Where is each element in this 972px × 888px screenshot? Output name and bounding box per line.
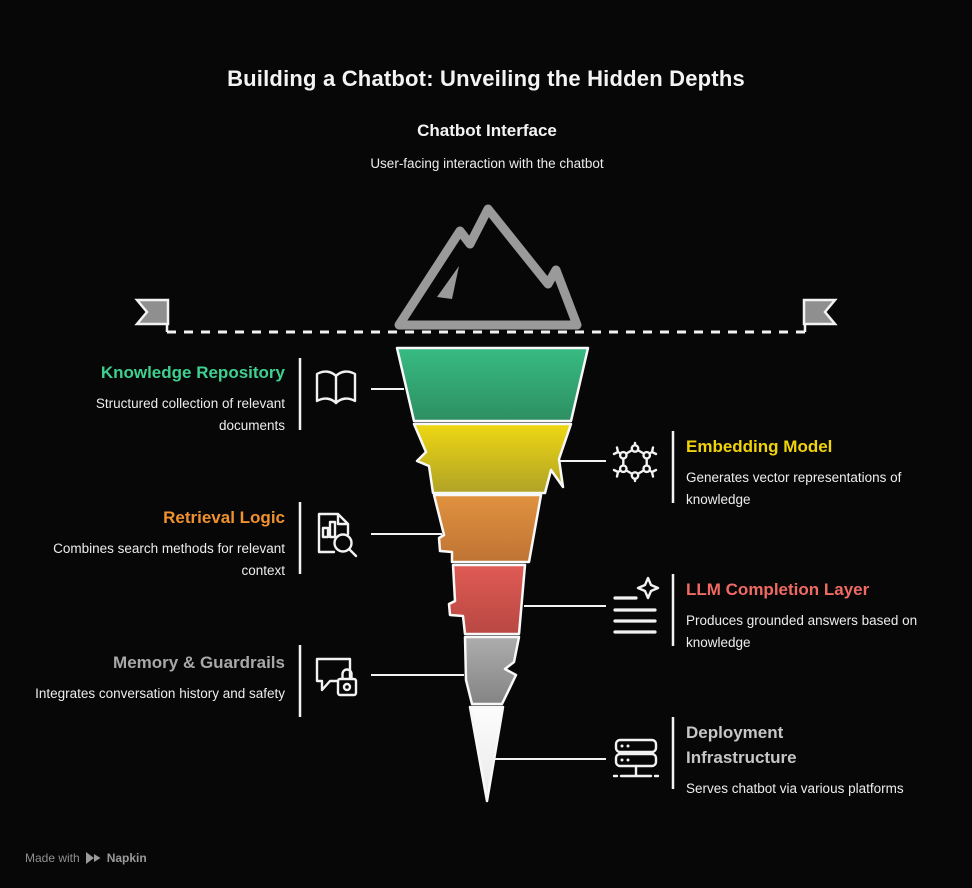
section-description: Structured collection of relevant docume… (95, 396, 285, 433)
section-heading: Knowledge Repository (100, 363, 285, 382)
section-description: Combines search methods for relevant con… (53, 541, 285, 578)
waterline (134, 298, 838, 334)
section-heading: Deployment Infrastructure (686, 723, 797, 767)
made-with-napkin: Made with Napkin (25, 851, 147, 865)
chat-lock-icon (310, 650, 362, 706)
funnel-segment-knowledge (395, 346, 590, 423)
funnel-segment-retrieval (432, 493, 543, 564)
connector-lines (371, 388, 606, 760)
section-description: Generates vector representations of know… (686, 470, 902, 507)
server-rack-icon (608, 731, 660, 785)
surface-block: Chatbot Interface User-facing interactio… (287, 121, 687, 175)
mountain-icon (394, 204, 582, 330)
section-heading: LLM Completion Layer (686, 580, 870, 599)
open-book-icon (310, 363, 362, 415)
section-description: Serves chatbot via various platforms (686, 781, 904, 796)
funnel-segment-embedding (412, 422, 573, 495)
funnel-segment-memory (463, 635, 521, 706)
molecule-icon (608, 436, 660, 488)
surface-heading: Chatbot Interface (417, 121, 557, 140)
section-heading: Memory & Guardrails (113, 653, 285, 672)
left-flag-icon (134, 298, 170, 326)
section-heading: Embedding Model (686, 437, 833, 456)
section-retrieval-logic: Retrieval Logic Combines search methods … (33, 505, 285, 582)
page-title: Building a Chatbot: Unveiling the Hidden… (227, 65, 745, 91)
section-description: Integrates conversation history and safe… (35, 686, 285, 701)
sparkle-text-icon (608, 576, 660, 636)
section-embedding-model: Embedding Model Generates vector represe… (686, 434, 938, 511)
section-description: Produces grounded answers based on knowl… (686, 613, 918, 650)
document-search-icon (310, 508, 362, 560)
made-with-label: Made with (25, 851, 80, 865)
section-llm-completion-layer: LLM Completion Layer Produces grounded a… (686, 577, 938, 654)
divider-bars (298, 358, 675, 789)
section-knowledge-repository: Knowledge Repository Structured collecti… (33, 360, 285, 437)
surface-description: User-facing interaction with the chatbot (370, 156, 604, 171)
brand-label: Napkin (106, 851, 147, 865)
funnel-segment-deployment (468, 705, 505, 803)
napkin-logo-icon (85, 852, 101, 864)
section-heading: Retrieval Logic (163, 508, 285, 527)
funnel-segment-llm (447, 563, 527, 636)
section-memory-guardrails: Memory & Guardrails Integrates conversat… (33, 650, 285, 705)
right-flag-icon (802, 298, 838, 326)
section-deployment-infrastructure: Deployment Infrastructure Serves chatbot… (686, 720, 938, 800)
